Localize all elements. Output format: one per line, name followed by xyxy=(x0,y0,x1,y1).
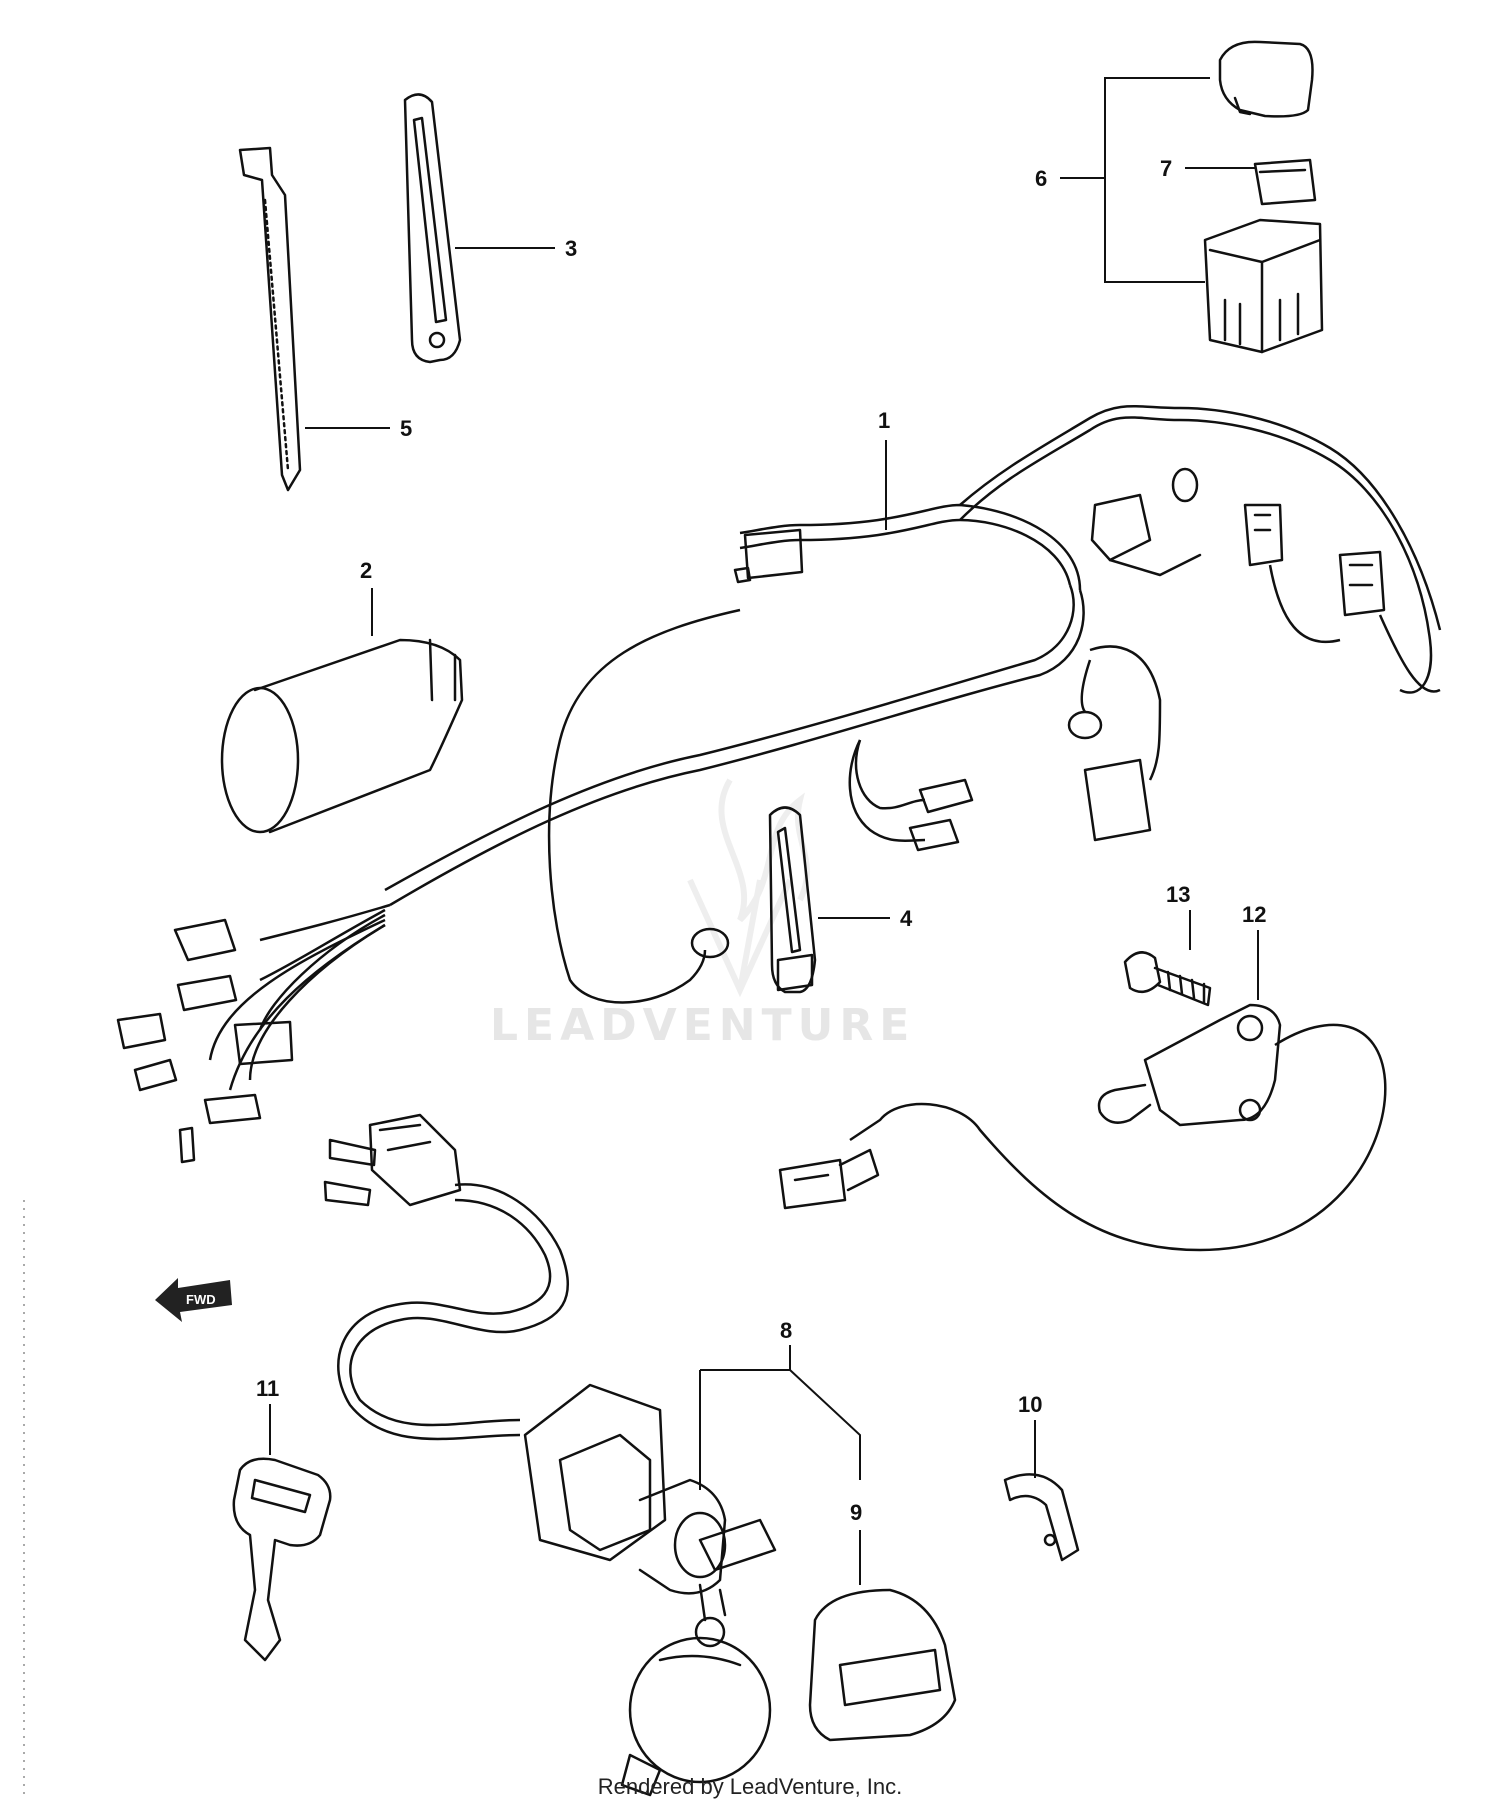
part-3-clamp xyxy=(403,93,462,364)
callout-3: 3 xyxy=(565,236,577,261)
callout-7-fuse: 7 xyxy=(1160,156,1172,181)
fwd-arrow-icon: FWD xyxy=(155,1278,232,1322)
part-4-clamp xyxy=(768,806,817,994)
callout-6: 6 xyxy=(1035,166,1047,191)
part-6-starter-relay xyxy=(1203,40,1324,354)
callout-10: 10 xyxy=(1018,1392,1042,1417)
callout-4: 4 xyxy=(900,906,913,931)
part-11-key xyxy=(232,1457,332,1662)
part-8-ignition-switch xyxy=(523,1383,777,1797)
part-9-cover xyxy=(808,1588,957,1742)
watermark-text: LEADVENTURE xyxy=(490,1000,915,1051)
part-12-switch xyxy=(849,1003,1387,1252)
part-2-cap xyxy=(220,638,464,834)
callout-11: 11 xyxy=(256,1376,279,1401)
fwd-label: FWD xyxy=(186,1292,216,1307)
callout-5: 5 xyxy=(400,416,412,441)
part-1-wiring-harness xyxy=(116,405,1442,1164)
callout-2: 2 xyxy=(360,558,372,583)
callout-8: 8 xyxy=(780,1318,792,1343)
callout-9: 9 xyxy=(850,1500,862,1525)
callout-12: 12 xyxy=(1242,902,1266,927)
render-credit: Rendered by LeadVenture, Inc. xyxy=(597,1774,903,1799)
part-5-cable-tie xyxy=(238,146,302,492)
part-10-clip xyxy=(1003,1473,1080,1562)
callout-13: 13 xyxy=(1166,882,1190,907)
callout-1: 1 xyxy=(878,408,890,433)
part-13-screw xyxy=(1123,951,1212,1007)
ignition-switch-wiring xyxy=(323,1113,570,1441)
